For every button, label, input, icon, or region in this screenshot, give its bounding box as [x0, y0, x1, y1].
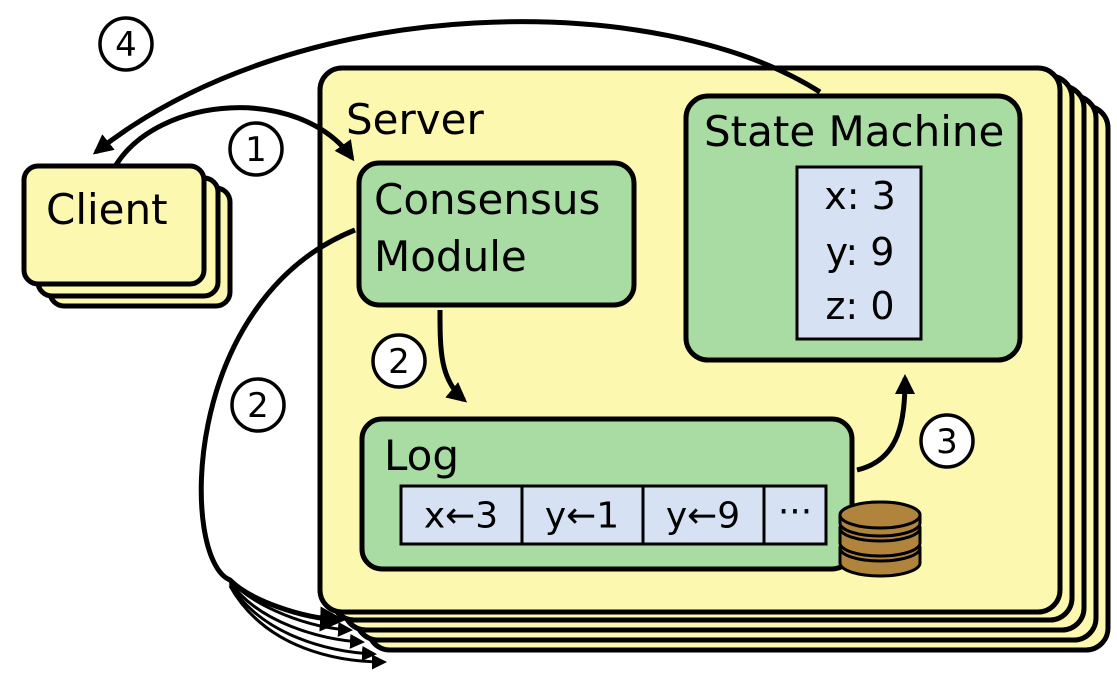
log-entries: x←3 y←1 y←9 ···: [399, 484, 828, 546]
log-entry: ···: [778, 492, 812, 533]
disk-stack-icon: [838, 500, 922, 578]
arrow-client-to-consensus: [113, 105, 355, 167]
consensus-module-line1: Consensus: [374, 175, 600, 224]
step-3-label: 3: [936, 422, 958, 462]
step-4-label: 4: [115, 25, 137, 65]
state-machine: State Machine x: 3 y: 9 z: 0: [683, 93, 1023, 363]
step-2-replicate: 2: [230, 377, 286, 433]
state-var: z: 0: [825, 284, 894, 328]
consensus-module-line2: Module: [374, 232, 527, 281]
consensus-module: Consensus Module: [356, 160, 637, 308]
state-var: x: 3: [824, 174, 896, 218]
client-stack: Client: [21, 163, 233, 309]
arrow-consensus-to-log: [437, 309, 468, 403]
state-var: y: 9: [826, 230, 895, 274]
step-2-local: 2: [371, 333, 427, 389]
log-entry: y←9: [666, 496, 740, 537]
arrow-log-to-state-machine: [856, 374, 915, 473]
log-module: Log x←3 y←1 y←9 ···: [359, 416, 855, 572]
state-vars-box: [795, 165, 923, 341]
log-title: Log: [384, 431, 459, 480]
step-3: 3: [919, 413, 975, 469]
log-entry: x←3: [424, 496, 498, 537]
state-machine-title: State Machine: [704, 107, 1004, 156]
client-label: Client: [46, 185, 168, 234]
arrow-state-machine-to-client: [92, 19, 822, 155]
replication-arrows: [198, 227, 387, 670]
step-1-label: 1: [245, 130, 267, 170]
server-label: Server: [346, 95, 484, 144]
log-entry: y←1: [545, 496, 619, 537]
step-4: 4: [98, 16, 154, 72]
step-2-local-label: 2: [388, 342, 410, 382]
client-box: [21, 163, 207, 287]
step-2-replicate-label: 2: [247, 386, 269, 426]
step-1: 1: [228, 121, 284, 177]
